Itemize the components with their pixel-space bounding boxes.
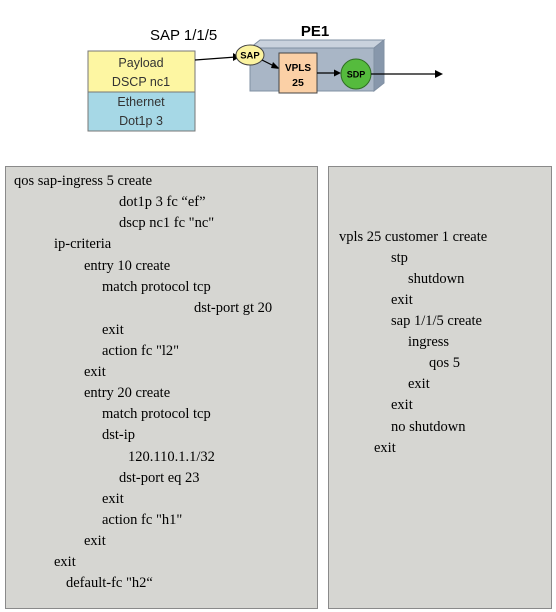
code-line: default-fc "h2“ [66,575,153,591]
code-line: exit [391,292,413,308]
packet-stack: Payload DSCP nc1 Ethernet Dot1p 3 [87,50,196,132]
code-line: no shutdown [391,419,466,435]
code-line: exit [84,364,106,380]
code-line: sap 1/1/5 create [391,313,482,329]
sdp-node-label: SDP [347,70,366,80]
code-line: stp [391,250,408,266]
code-line: exit [374,440,396,456]
code-line: qos sap-ingress 5 create [14,173,153,189]
code-line: 120.110.1.1/32 [128,449,215,465]
code-line: dst-port gt 20 [194,300,273,316]
code-line: entry 20 create [84,385,171,401]
dscp-label: DSCP nc1 [112,75,170,89]
vpls-label-line2: 25 [292,77,304,89]
code-line: action fc "l2" [102,343,180,359]
code-line: exit [102,491,124,507]
code-line: exit [84,533,106,549]
sap-ingress-config-panel: qos sap-ingress 5 create dot1p 3 fc “ef”… [5,166,318,609]
code-line: dscp nc1 fc "nc" [119,215,215,231]
code-line: ingress [408,334,450,350]
code-line: action fc "h1" [102,512,183,528]
arrow-head-sdp-icon [334,69,341,77]
dot1p-label: Dot1p 3 [119,114,163,128]
pe1-label: PE1 [301,23,329,40]
code-line: match protocol tcp [102,279,211,295]
ethernet-label: Ethernet [117,95,165,109]
payload-label: Payload [118,56,163,70]
code-line: dst-port eq 23 [119,470,200,486]
code-line: qos 5 [429,355,461,371]
sap-node-label: SAP [240,51,260,62]
ethernet-box [87,91,196,132]
flow-arrow-in [194,56,237,61]
code-line: exit [391,397,413,413]
code-line: ip-criteria [54,236,112,252]
sap-port-label: SAP 1/1/5 [150,27,217,44]
payload-box [87,50,196,93]
code-line: exit [408,376,430,392]
code-line: dst-ip [102,427,136,443]
sap-node [235,44,265,66]
code-line: exit [102,322,124,338]
arrow-head-out-icon [435,70,443,78]
network-diagram: SAP 1/1/5 Payload DSCP nc1 Ethernet Dot1… [87,23,443,132]
vpls-label-line1: VPLS [285,63,311,74]
code-line: shutdown [408,271,465,287]
code-line: vpls 25 customer 1 create [339,229,488,245]
vpls-service-box [278,52,318,94]
code-line: entry 10 create [84,258,171,274]
vpls-config-panel: vpls 25 customer 1 create stp shutdown e… [328,166,552,609]
code-line: dot1p 3 fc “ef” [119,194,206,210]
code-line: exit [54,554,76,570]
arrow-head-vpls-icon [271,62,280,69]
code-line: match protocol tcp [102,406,211,422]
